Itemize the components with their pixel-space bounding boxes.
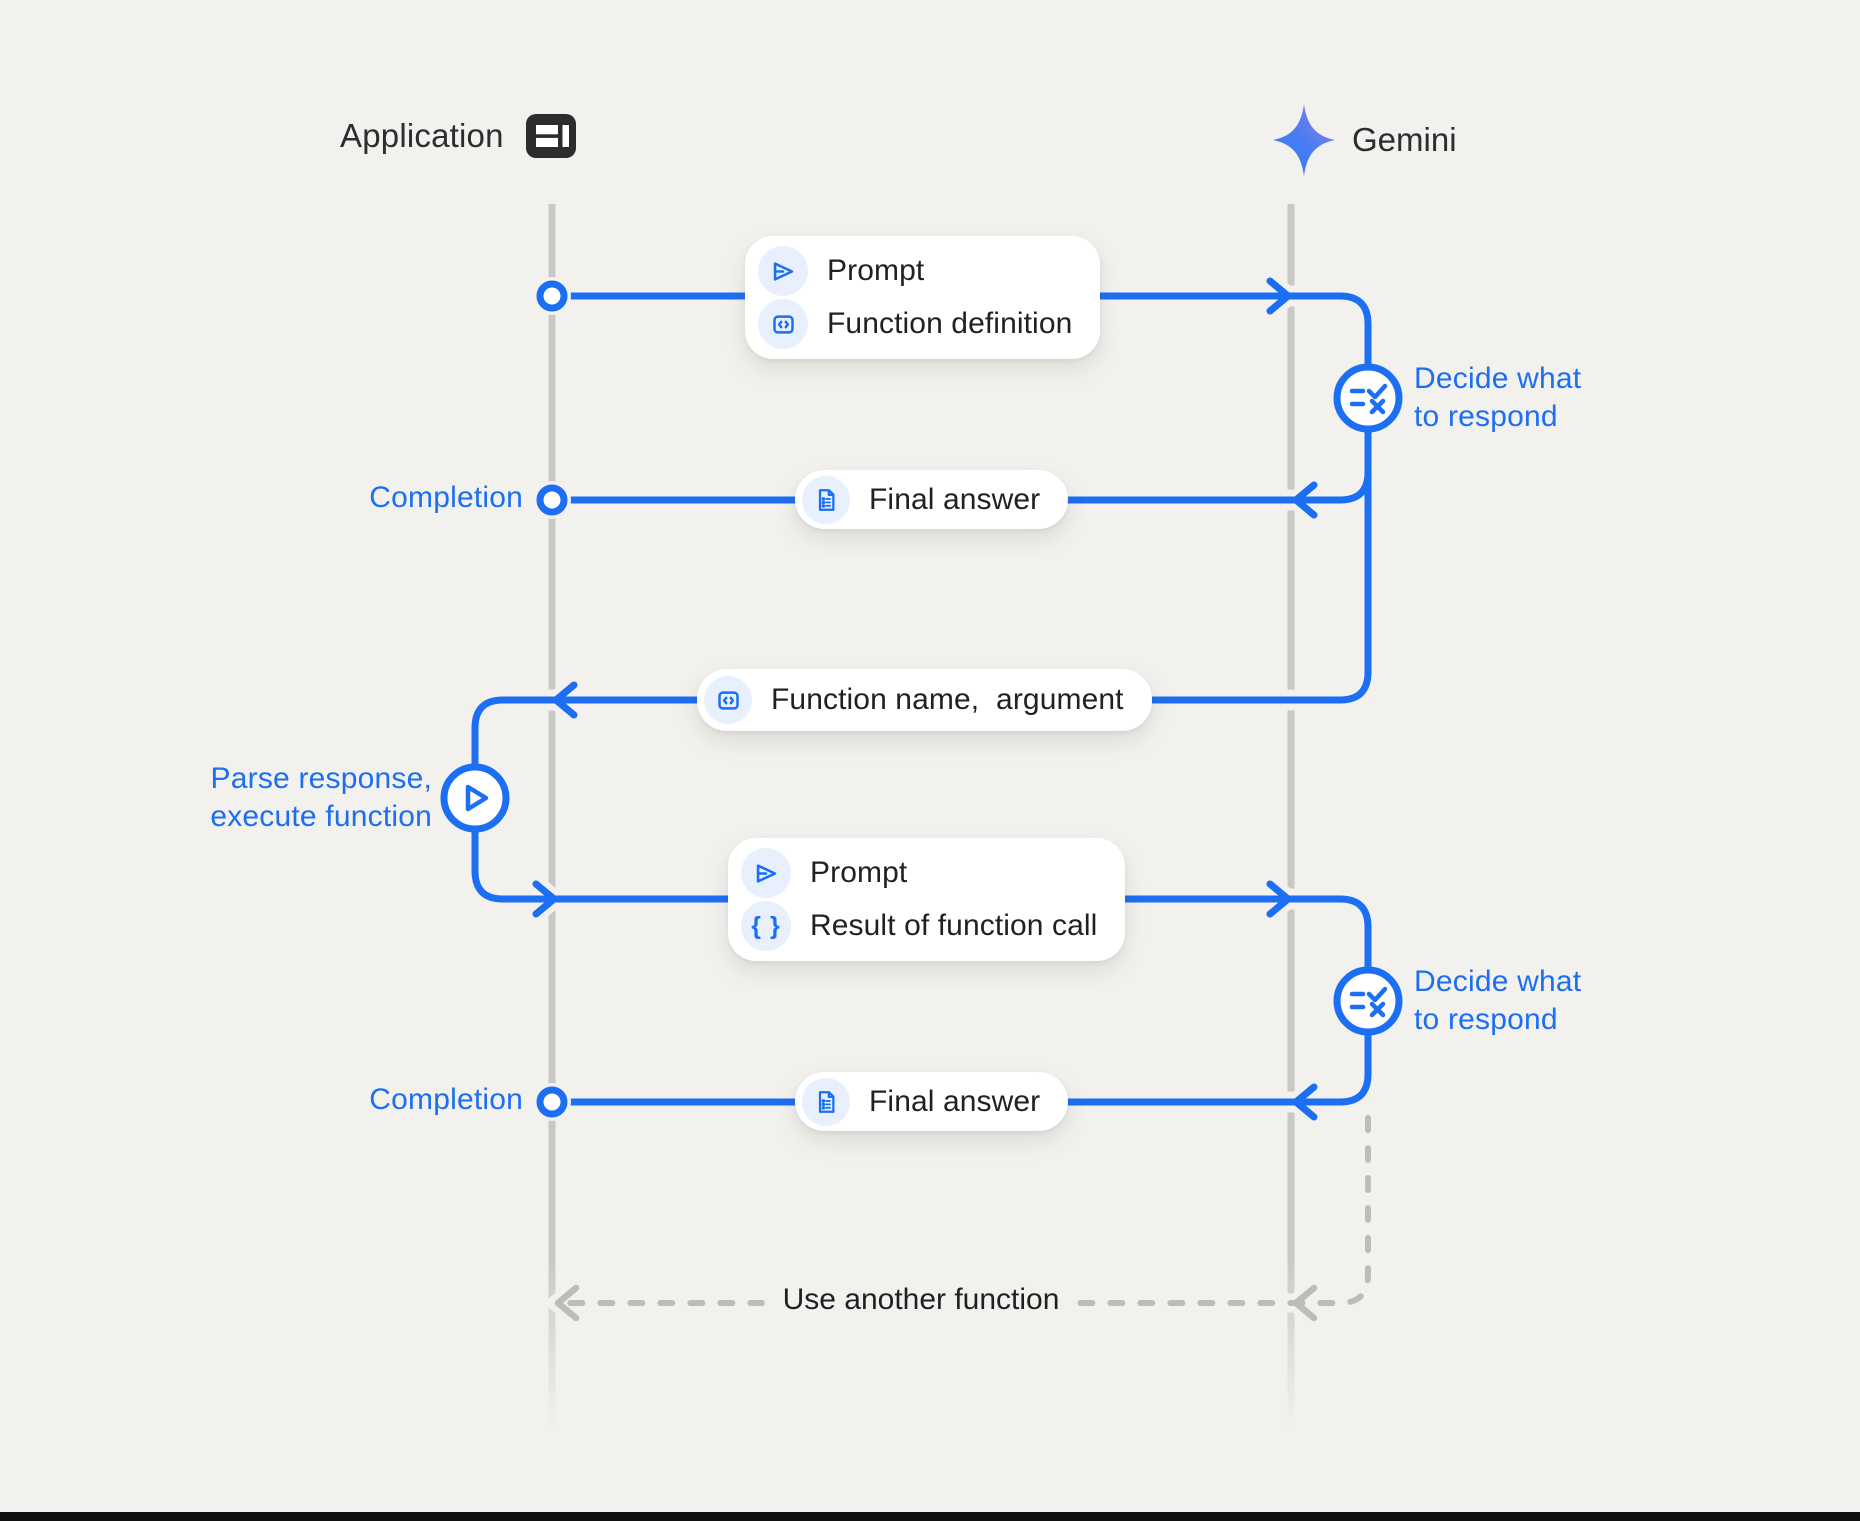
card-row: Prompt: [741, 848, 1097, 898]
start-circle-prompt-1: [536, 280, 568, 312]
arrowhead-to-gemini-2: [1266, 880, 1292, 918]
arrowhead-right-gray: [1292, 1284, 1318, 1322]
application-header: Application: [340, 114, 576, 158]
arrowhead-to-gemini-1: [1266, 277, 1292, 315]
use-another-function-arrowheads: [554, 1284, 1318, 1322]
parse-execute-node: [440, 763, 510, 833]
bottom-edge-bar: [0, 1512, 1860, 1521]
card-row: { } Result of function call: [741, 901, 1097, 951]
endpoint-circles: [533, 277, 571, 1121]
completion-circle-1: [536, 484, 568, 516]
path-final-answer-1: [548, 425, 1372, 504]
parse-execute-label: Parse response, execute function: [210, 762, 432, 833]
path-final-answer-2: [548, 1028, 1372, 1106]
message-label: Function name, argument: [771, 683, 1124, 716]
completion-label-2: Completion: [369, 1083, 523, 1116]
gemini-spark-icon: [1273, 104, 1335, 176]
card-final-answer-2: Final answer: [795, 1072, 1069, 1131]
document-icon: [802, 475, 850, 524]
application-label: Application: [340, 117, 504, 154]
decide-node-2: [1333, 966, 1403, 1036]
message-label: Prompt: [810, 856, 908, 889]
card-row: Final answer: [802, 1077, 1041, 1126]
arrowhead-final-1: [1292, 481, 1318, 519]
card-final-answer-1: Final answer: [795, 470, 1069, 529]
use-another-function-path: [563, 1115, 1371, 1306]
card-row: Prompt: [758, 246, 1072, 296]
rule-icon: [1349, 383, 1388, 415]
path-prompt-1: [548, 292, 1372, 371]
gemini-label: Gemini: [1352, 121, 1457, 158]
decide-label-1: Decide what to respond: [1414, 362, 1582, 433]
arrowhead-function-name: [552, 681, 578, 719]
arrowhead-left-gray: [554, 1284, 580, 1322]
send-icon: [758, 246, 808, 296]
play-icon: [465, 784, 489, 812]
arrowhead-final-2: [1292, 1083, 1318, 1121]
gemini-header: Gemini: [1352, 121, 1457, 159]
code-icon: [704, 676, 752, 724]
braces-icon: { }: [741, 901, 791, 951]
message-label: Result of function call: [810, 909, 1098, 942]
line-casings: [464, 271, 1379, 1328]
code-icon: [758, 299, 808, 349]
card-prompt-function-definition: Prompt Function definition: [745, 236, 1101, 359]
card-row: Function definition: [758, 299, 1072, 349]
message-label: Final answer: [869, 1084, 1041, 1118]
message-label: Function definition: [827, 307, 1073, 340]
document-icon: [802, 1077, 850, 1126]
use-another-function-label: Use another function: [764, 1283, 1078, 1317]
card-function-name-argument: Function name, argument: [697, 669, 1152, 731]
completion-circle-2: [536, 1086, 568, 1118]
decide-node-1: [1333, 363, 1403, 433]
blue-arrowheads: [532, 277, 1318, 1121]
decide-label-2: Decide what to respond: [1414, 965, 1582, 1036]
rule-icon: [1349, 986, 1388, 1018]
message-label: Final answer: [869, 482, 1041, 516]
completion-label-1: Completion: [369, 481, 523, 514]
arrowhead-from-parse: [532, 880, 558, 918]
send-icon: [741, 848, 791, 898]
card-prompt-result: Prompt { } Result of function call: [728, 838, 1126, 961]
app-window-icon: [525, 114, 576, 158]
message-label: Prompt: [827, 254, 925, 287]
card-row: Final answer: [802, 475, 1041, 524]
card-row: Function name, argument: [704, 676, 1124, 724]
